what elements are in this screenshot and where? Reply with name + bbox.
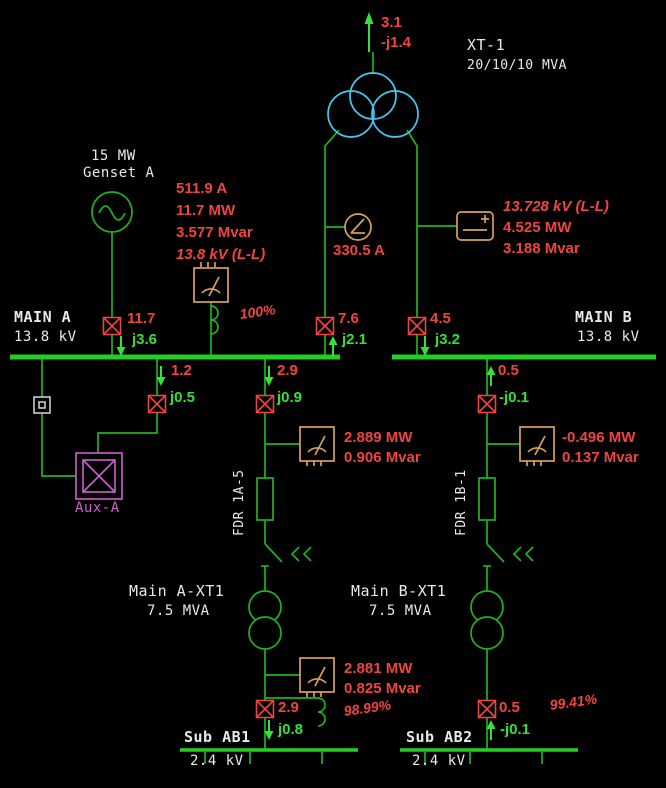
flow-arrow-down-icon: [155, 365, 167, 387]
genset-kv: 13.8 kV (L-L): [176, 246, 266, 263]
fdr-1a-meter-mvar: 0.906 Mvar: [344, 449, 421, 466]
fdr-1a-out-mvar: 0.825 Mvar: [344, 680, 421, 697]
breaker-xt1-main-b[interactable]: [407, 316, 427, 336]
genset-flow-p: 11.7: [127, 310, 156, 327]
genset-meter[interactable]: [193, 262, 229, 303]
bus-main-a-name: MAIN A: [14, 308, 72, 326]
xt1-right-flow-p: 4.5: [430, 310, 451, 327]
voltmeter-kv: 13.728 kV (L-L): [503, 198, 609, 215]
ammeter[interactable]: [344, 213, 372, 241]
fdr-1a-flow-q: j0.9: [277, 389, 303, 406]
flow-arrow-up-icon: [327, 335, 339, 357]
connector-lines: [41, 52, 543, 764]
meter-fdr-1a-out[interactable]: [299, 657, 335, 697]
fdr-1b-name: FDR 1B-1: [454, 469, 469, 536]
generator-genset-a[interactable]: [91, 191, 133, 233]
aux-flow-p: 1.2: [171, 362, 192, 379]
genset-name: Genset A: [83, 165, 155, 181]
bus-main-a-kv: 13.8 kV: [14, 329, 77, 345]
fdr-1b-bottom-q: -j0.1: [500, 721, 531, 738]
switch-fdr-1b[interactable]: [483, 543, 505, 567]
flow-arrow-down-icon: [115, 335, 127, 357]
breaker-sub-ab2[interactable]: [477, 699, 497, 719]
flow-arrow-up-icon: [364, 12, 374, 52]
ammeter-value: 330.5 A: [333, 242, 385, 259]
breaker-xt1-main-a[interactable]: [315, 316, 335, 336]
aux-a-label: Aux-A: [75, 500, 120, 516]
switch-arrow-icon: [513, 546, 522, 562]
ct-coil-icon: [210, 305, 219, 335]
breaker-sub-ab1[interactable]: [255, 699, 275, 719]
breaker-fdr-1b[interactable]: [477, 394, 497, 414]
xt1-rating: 20/10/10 MVA: [467, 58, 567, 73]
ct-coil-icon: [317, 697, 326, 727]
fdr-1b-flow-q: -j0.1: [499, 389, 530, 406]
meter-fdr-1a[interactable]: [299, 426, 335, 466]
genset-capacity: 15 MW: [91, 148, 136, 164]
xt1-left-flow-q: j2.1: [342, 331, 368, 348]
bus-sub-ab1-kv: 2.4 kV: [190, 753, 244, 769]
xt1-flow-p: 3.1: [381, 14, 402, 31]
xfmr-b-name: Main B-XT1: [351, 582, 447, 600]
fdr-1b-meter-mw: -0.496 MW: [562, 429, 636, 446]
genset-amps: 511.9 A: [176, 180, 228, 197]
xfmr-a-rating: 7.5 MVA: [147, 603, 210, 619]
xfmr-b-rating: 7.5 MVA: [369, 603, 432, 619]
switch-arrow-icon: [525, 546, 534, 562]
breaker-aux[interactable]: [147, 394, 167, 414]
voltmeter-mw: 4.525 MW: [503, 219, 572, 236]
switch-arrow-icon: [303, 546, 312, 562]
bus-sub-ab2-kv: 2.4 kV: [412, 753, 466, 769]
aux-a-load[interactable]: [75, 452, 123, 500]
genset-mw: 11.7 MW: [176, 202, 236, 219]
fdr-1b-bottom-p: 0.5: [499, 699, 520, 716]
switch-fdr-1a[interactable]: [261, 543, 283, 567]
relay-device[interactable]: [33, 396, 51, 414]
voltmeter[interactable]: [456, 211, 494, 241]
fdr-1a-meter-mw: 2.889 MW: [344, 429, 413, 446]
bus-main-b-kv: 13.8 kV: [577, 329, 640, 345]
xfmr-a-name: Main A-XT1: [129, 582, 225, 600]
bus-main-b-name: MAIN B: [575, 308, 633, 326]
fdr-1a-name: FDR 1A-5: [232, 469, 247, 536]
bus-sub-ab2-name: Sub AB2: [406, 728, 473, 746]
bus-sub-ab1-name: Sub AB1: [184, 728, 251, 746]
transformer-xt1[interactable]: [327, 72, 419, 138]
fdr-1a-out-mw: 2.881 MW: [344, 660, 413, 677]
meter-fdr-1b[interactable]: [519, 426, 555, 466]
switch-arrow-icon: [291, 546, 300, 562]
fdr-1a-flow-p: 2.9: [277, 362, 298, 379]
fuse-fdr-1b[interactable]: [478, 477, 496, 521]
genset-mvar: 3.577 Mvar: [176, 224, 253, 241]
xt1-right-flow-q: j3.2: [435, 331, 461, 348]
xt1-label: XT-1: [467, 36, 506, 54]
xt1-left-flow-p: 7.6: [338, 310, 359, 327]
breaker-fdr-1a[interactable]: [255, 394, 275, 414]
transformer-main-b-xt1[interactable]: [470, 590, 504, 650]
genset-flow-q: j3.6: [132, 331, 158, 348]
flow-arrow-down-icon: [419, 335, 431, 357]
voltmeter-mvar: 3.188 Mvar: [503, 240, 580, 257]
aux-flow-q: j0.5: [170, 389, 196, 406]
transformer-main-a-xt1[interactable]: [248, 590, 282, 650]
fdr-1b-flow-p: 0.5: [498, 362, 519, 379]
fdr-1b-meter-mvar: 0.137 Mvar: [562, 449, 639, 466]
fdr-1a-bottom-p: 2.9: [278, 699, 299, 716]
breaker-genset[interactable]: [102, 316, 122, 336]
fuse-fdr-1a[interactable]: [256, 477, 274, 521]
xt1-flow-q: -j1.4: [381, 34, 412, 51]
fdr-1a-bottom-q: j0.8: [278, 721, 304, 738]
